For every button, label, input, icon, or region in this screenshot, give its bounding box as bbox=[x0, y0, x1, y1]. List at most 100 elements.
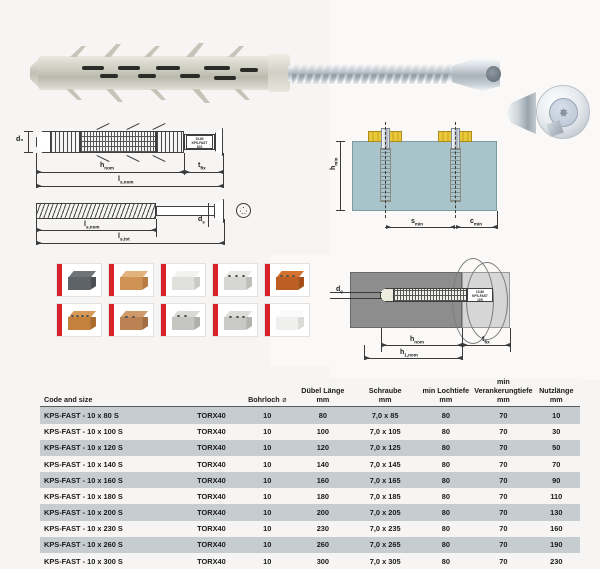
cell-nutzlaenge: 10 bbox=[552, 410, 561, 420]
cell-bohrloch: 10 bbox=[263, 540, 272, 550]
expansion-slot bbox=[100, 74, 118, 78]
dim-section-tfix-label: t bbox=[482, 336, 485, 343]
solid-lightweight-block-icon bbox=[224, 311, 252, 330]
block-cavity bbox=[177, 315, 180, 318]
dim-cmin-label: c bbox=[470, 218, 474, 225]
aerated-concrete-block-icon bbox=[172, 271, 200, 290]
expansion-slot bbox=[204, 66, 230, 70]
col-header-verankerung-title: min Verankerungtiefe bbox=[474, 377, 533, 395]
plug-marking-line1: 10-80 bbox=[195, 137, 204, 141]
section-marking-line2: KPS-FAST bbox=[472, 294, 488, 298]
dim-section-hnom-label: h bbox=[410, 336, 415, 343]
block-cavity bbox=[236, 316, 239, 319]
col-header-duebel: Dübel Länge mm bbox=[292, 378, 353, 408]
anchor-centerline bbox=[455, 122, 456, 218]
material-icon-aerated-concrete-block bbox=[160, 263, 206, 297]
block-cavity bbox=[81, 315, 84, 318]
cell-verankerung: 70 bbox=[499, 556, 508, 566]
cell-bohrloch: 10 bbox=[263, 556, 272, 566]
dim-ltot-label: l bbox=[118, 176, 120, 183]
cell-nutzlaenge: 70 bbox=[552, 459, 561, 469]
col-header-nutzlaenge-unit: mm bbox=[549, 394, 563, 404]
col-header-schraube-title: Schraube bbox=[368, 385, 402, 395]
cell-schraube: 7,0 x 185 bbox=[369, 491, 401, 501]
anti-rotation-barb bbox=[70, 46, 86, 57]
plug-outline-expansion-zone bbox=[80, 131, 156, 153]
block-cavity bbox=[125, 316, 128, 319]
block-cavity bbox=[184, 315, 187, 318]
cell-nutzlaenge: 110 bbox=[550, 491, 563, 501]
material-icon-perforated-clay-brick bbox=[56, 303, 102, 337]
section-marking-line3: 10S bbox=[477, 298, 483, 302]
expansion-slot bbox=[240, 68, 258, 72]
cell-drive: TORX40 bbox=[197, 524, 226, 534]
cell-schraube: 7,0 x 125 bbox=[369, 443, 401, 453]
solid-clay-brick-icon bbox=[120, 271, 148, 290]
cell-schraube: 7,0 x 165 bbox=[369, 475, 401, 485]
cell-verankerung: 70 bbox=[499, 475, 508, 485]
expansion-slot bbox=[214, 76, 236, 80]
cell-bohrloch: 10 bbox=[263, 459, 272, 469]
screw-thread-outline bbox=[36, 203, 156, 219]
dim-d0-label: d₀ bbox=[16, 136, 24, 143]
material-icon-hollow-concrete-block bbox=[212, 263, 258, 297]
cell-lochtiefe: 80 bbox=[441, 475, 450, 485]
cell-schraube: 7,0 x 145 bbox=[369, 459, 401, 469]
block-cavity bbox=[242, 275, 245, 278]
block-cavity bbox=[229, 316, 232, 319]
cell-verankerung: 70 bbox=[499, 508, 508, 518]
cell-nutzlaenge: 230 bbox=[550, 556, 563, 566]
section-diagram: 10-80 KPS-FAST 10S d0 hnom tfix h1,nom bbox=[330, 258, 511, 360]
anti-rotation-barb bbox=[234, 89, 250, 100]
cell-bohrloch: 10 bbox=[263, 443, 272, 453]
cell-duebel: 140 bbox=[316, 459, 330, 469]
section-plug-body bbox=[393, 288, 467, 302]
cell-nutzlaenge: 50 bbox=[552, 443, 561, 453]
cell-code: KPS-FAST - 10 x 300 S bbox=[44, 556, 123, 566]
cell-nutzlaenge: 130 bbox=[550, 508, 563, 518]
cell-verankerung: 70 bbox=[499, 524, 508, 534]
cell-code: KPS-FAST - 10 x 260 S bbox=[44, 540, 123, 550]
cell-nutzlaenge: 160 bbox=[550, 524, 563, 534]
specification-table: Code and size Bohrloch ⌀ Dübel Länge mm … bbox=[40, 377, 580, 569]
plug-outline-shank bbox=[156, 131, 184, 153]
wall-section bbox=[352, 141, 497, 211]
section-marking-box: 10-80 KPS-FAST 10S bbox=[467, 288, 493, 302]
col-header-nutzlaenge: Nutzlänge mm bbox=[532, 378, 580, 408]
cell-schraube: 7,0 x 85 bbox=[371, 410, 399, 420]
table-body: KPS-FAST - 10 x 80 S TORX40 10 80 7,0 x 85 80… bbox=[40, 406, 580, 569]
cell-bohrloch: 10 bbox=[263, 475, 272, 485]
dim-section-d0-label: d bbox=[336, 286, 341, 293]
cell-duebel: 260 bbox=[316, 540, 330, 550]
plug-outline-neck bbox=[50, 131, 80, 153]
col-header-lochtiefe-unit: mm bbox=[439, 394, 453, 404]
product-photo bbox=[0, 30, 600, 139]
cell-duebel: 230 bbox=[316, 524, 330, 534]
cell-lochtiefe: 80 bbox=[441, 427, 450, 437]
cell-lochtiefe: 80 bbox=[441, 524, 450, 534]
cell-duebel: 120 bbox=[316, 443, 330, 453]
col-header-code: Code and size bbox=[40, 378, 182, 408]
col-header-bohrloch-title: Bohrloch bbox=[248, 394, 280, 404]
cell-drive: TORX40 bbox=[197, 443, 226, 453]
col-header-lochtiefe: min Lochtiefe mm bbox=[417, 378, 475, 408]
material-icon-lightweight-hollow-block bbox=[160, 303, 206, 337]
torx-drive-symbol-icon bbox=[236, 203, 251, 218]
expansion-slot bbox=[180, 74, 200, 78]
expansion-slot bbox=[82, 66, 104, 70]
cell-code: KPS-FAST - 10 x 80 S bbox=[44, 410, 119, 420]
cell-code: KPS-FAST - 10 x 230 S bbox=[44, 524, 123, 534]
col-header-drive bbox=[181, 378, 242, 408]
cell-drive: TORX40 bbox=[197, 556, 226, 566]
cell-duebel: 160 bbox=[316, 475, 330, 485]
cell-schraube: 7,0 x 235 bbox=[369, 524, 401, 534]
cell-nutzlaenge: 90 bbox=[552, 475, 561, 485]
